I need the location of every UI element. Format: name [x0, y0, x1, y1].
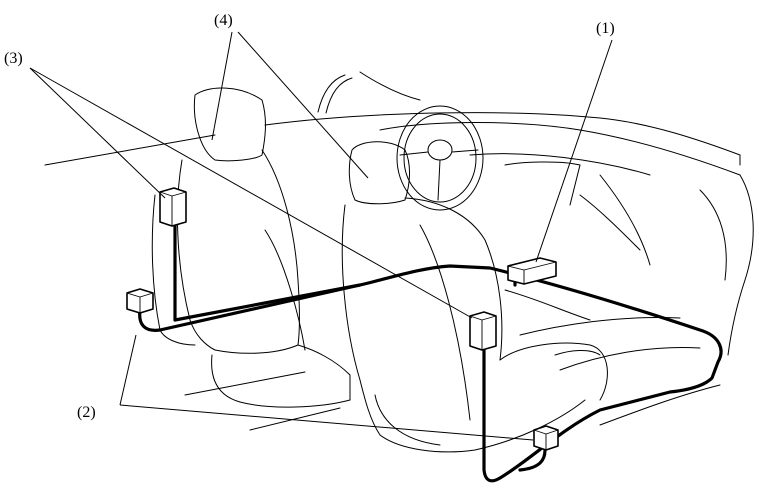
callout-labels: (1) (2) (3) (4)	[4, 12, 615, 421]
leader-4-right	[237, 31, 369, 179]
leader-2-left	[119, 334, 137, 406]
leader-lines	[29, 31, 613, 441]
wiring-harness	[138, 218, 723, 483]
callout-1: (1)	[596, 20, 615, 37]
leader-4-left	[211, 31, 233, 141]
sensor-2-right	[533, 425, 559, 451]
harness-left-lower	[138, 283, 362, 332]
left-seat	[151, 87, 351, 431]
steering-wheel	[396, 105, 484, 211]
side-unit-3-left	[159, 187, 187, 227]
harness-right-lower	[518, 448, 547, 472]
callout-3: (3)	[4, 50, 23, 67]
right-seat	[341, 141, 608, 453]
callout-2: (2)	[77, 404, 96, 421]
sensor-2-left	[126, 288, 154, 314]
leader-3-right	[29, 67, 473, 319]
leader-2-right	[119, 404, 534, 441]
side-unit-3-right	[469, 311, 497, 351]
callout-4: (4)	[214, 12, 233, 29]
control-unit-1	[507, 257, 557, 285]
leader-3-left	[29, 67, 166, 199]
components	[126, 187, 559, 451]
harness-main-loop	[173, 264, 723, 483]
vehicle-outline	[44, 71, 754, 426]
leader-1	[535, 39, 613, 263]
